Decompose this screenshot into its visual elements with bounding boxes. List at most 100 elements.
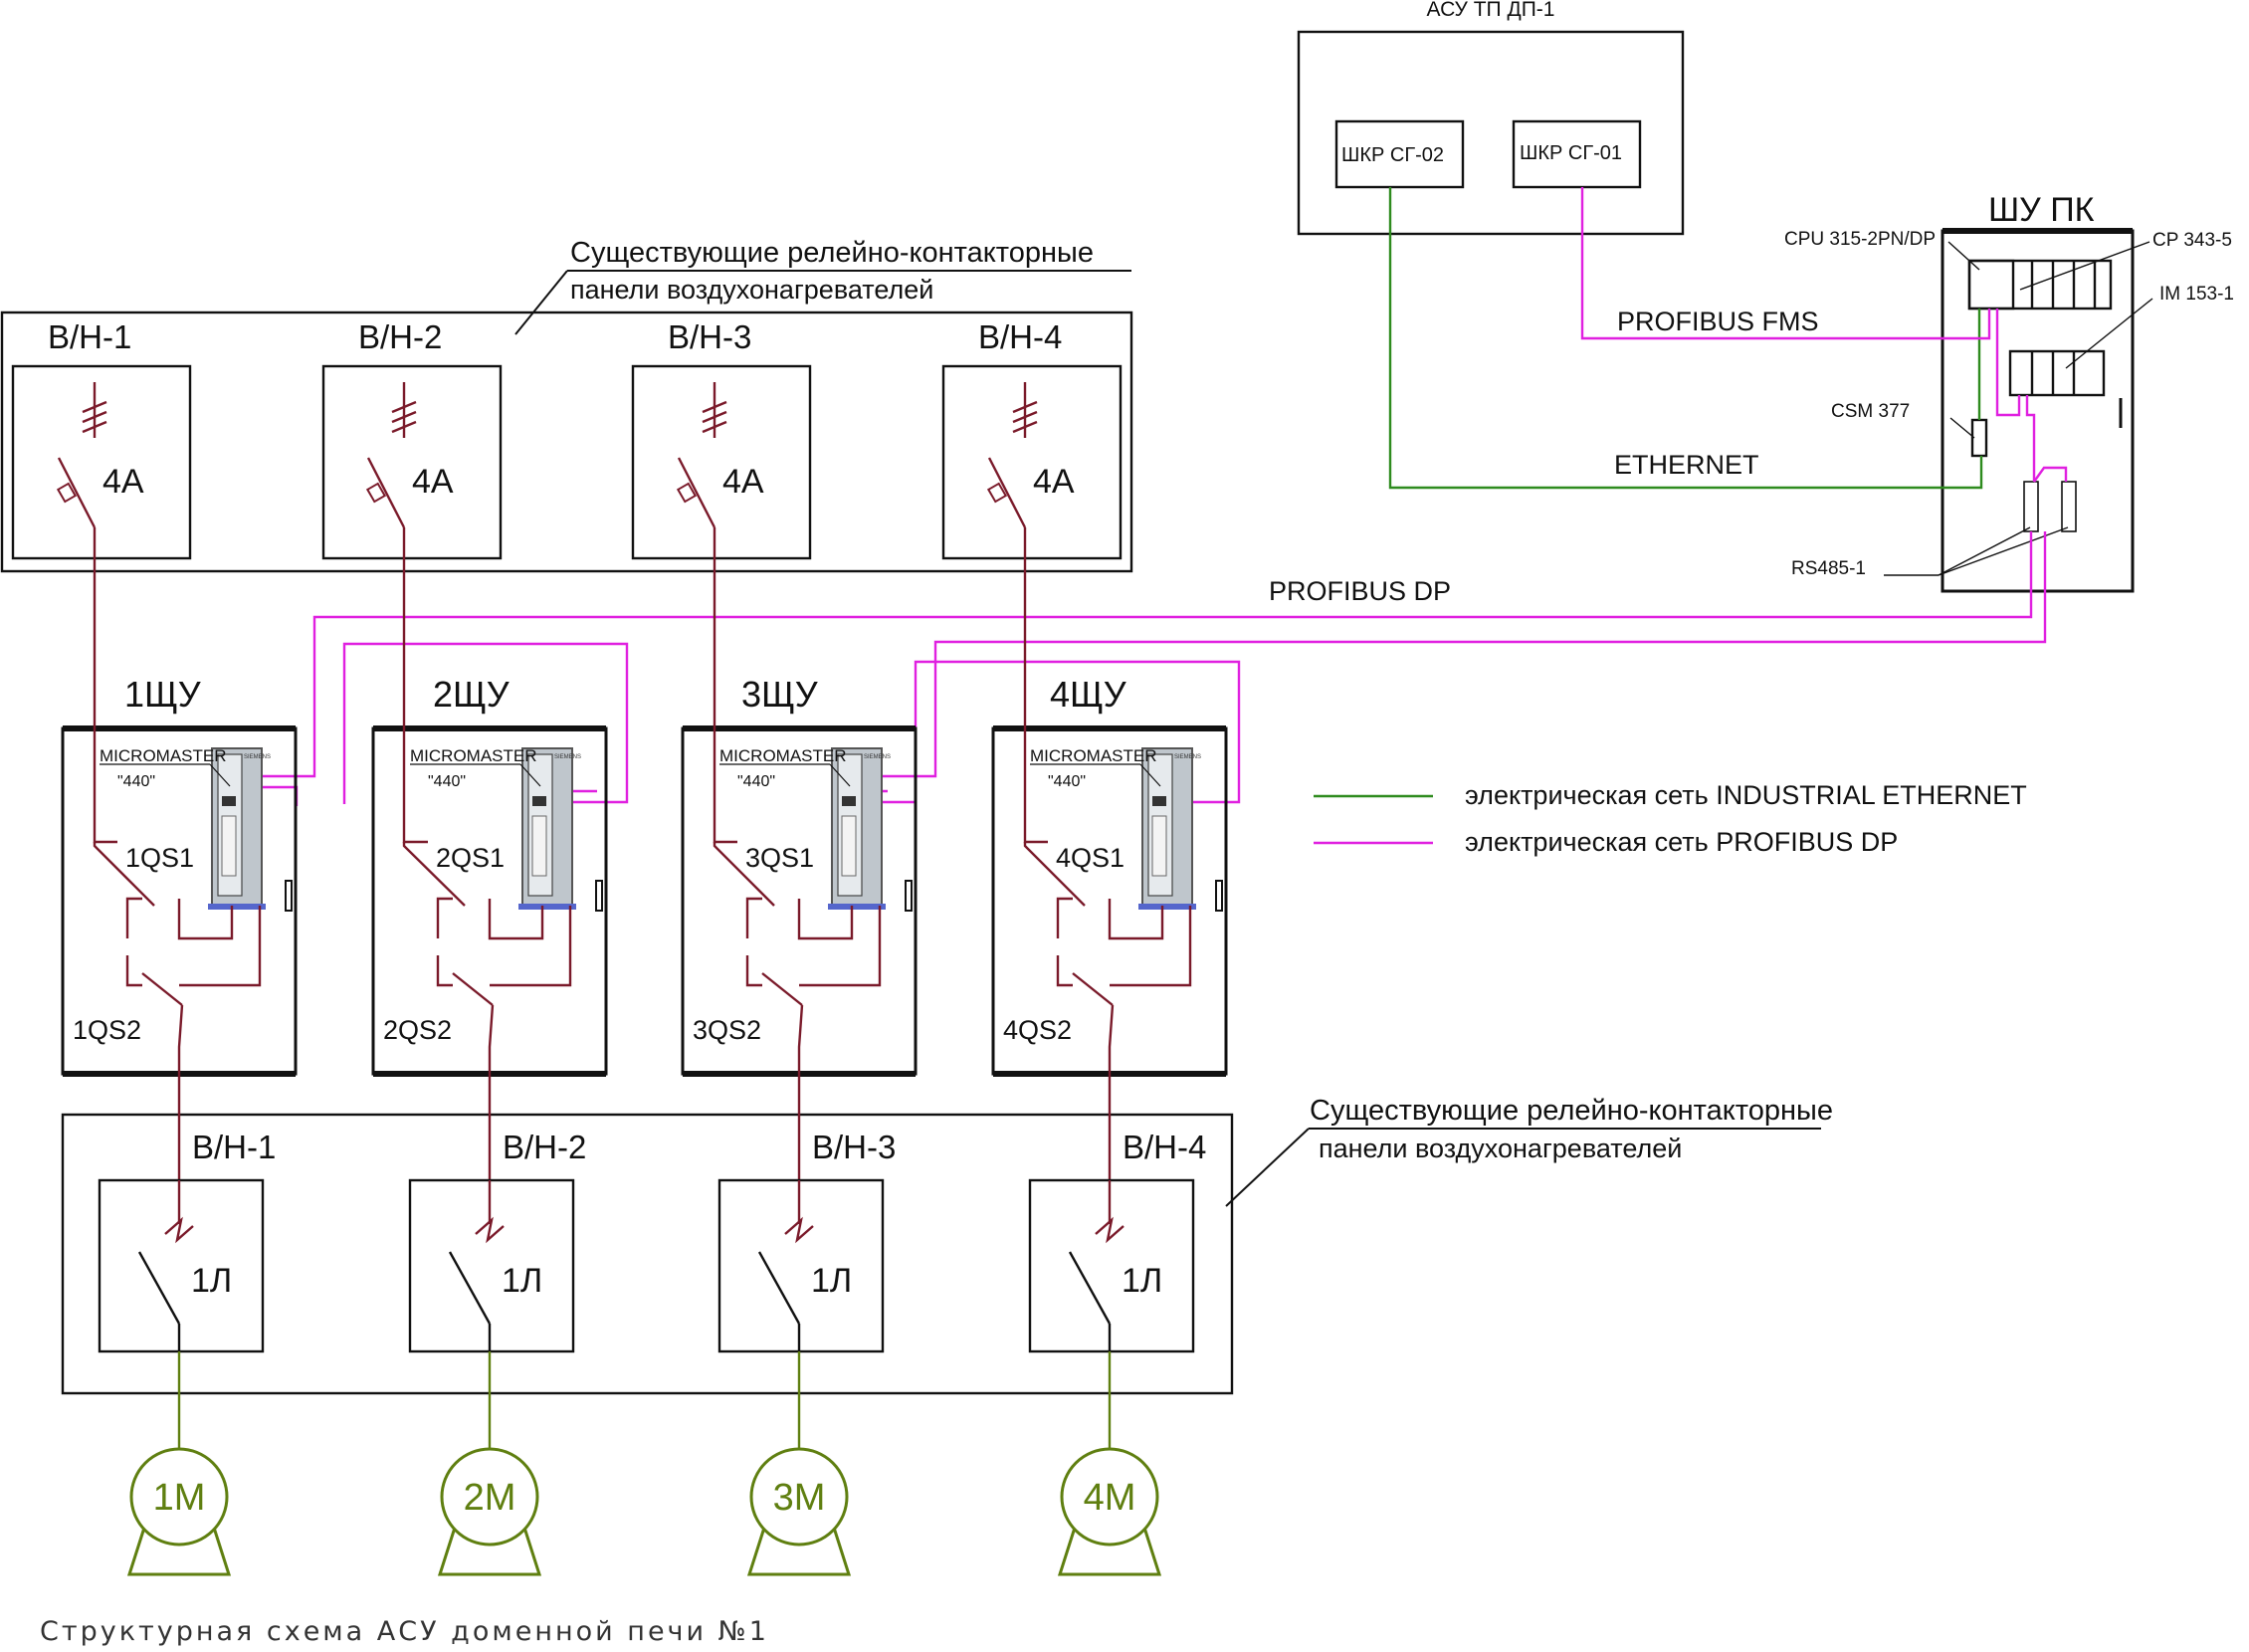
cabinet-name: 4ЩУ <box>1050 674 1127 715</box>
motor-circle <box>1060 1447 1159 1547</box>
motor-label: 1М <box>153 1477 206 1519</box>
bottom-panel-title-2: панели воздухонагревателей <box>1319 1134 1682 1163</box>
qs1-label: 4QS1 <box>1056 843 1124 873</box>
drive-model: "440" <box>117 773 155 790</box>
motor-base <box>437 1527 542 1576</box>
motor-feeder <box>1108 1004 1115 1180</box>
cpu-label: CPU 315-2PN/DP <box>1784 229 1936 250</box>
bottom-unit-relay: 1Л <box>191 1262 232 1300</box>
top-unit-name: В/Н-1 <box>48 318 131 355</box>
im-rack <box>2008 349 2106 397</box>
cp-label: CP 343-5 <box>2152 230 2232 251</box>
diagram-caption: Структурная схема АСУ доменной печи №1 <box>40 1616 769 1647</box>
asu-box-sg02 <box>1334 119 1465 189</box>
rs485-module-1 <box>2023 481 2039 532</box>
drive-label: MICROMASTER <box>719 746 847 765</box>
rs485-label: RS485-1 <box>1791 558 1866 579</box>
motor-circle <box>440 1447 539 1547</box>
qs1-label: 3QS1 <box>745 843 814 873</box>
ethernet-line <box>1388 187 1983 490</box>
feeder-wire <box>93 527 117 844</box>
cabinet-name: 3ЩУ <box>741 674 819 715</box>
qs2-label: 3QS2 <box>693 1015 761 1045</box>
motor-1: 1М <box>126 1351 232 1576</box>
drive-brand: SIEMENS <box>554 754 581 760</box>
top-unit-4: В/Н-44А <box>941 318 1123 560</box>
drive-brand: SIEMENS <box>244 754 271 760</box>
shu-pk-title: ШУ ПК <box>1988 191 2095 229</box>
top-panel-title-1: Существующие релейно-контакторные <box>570 237 1094 269</box>
shu-pk-cabinet <box>1941 229 2135 593</box>
bottom-unit-3: В/Н-31Л <box>717 1129 896 1353</box>
cabinet-3: 3ЩУ SIEMENS MICROMASTER "440" 3QS1 3QS2 <box>681 527 918 1180</box>
top-panel-title-2: панели воздухонагревателей <box>570 275 933 305</box>
top-unit-box <box>11 364 192 560</box>
qs1-label: 2QS1 <box>436 843 505 873</box>
ethernet-label: ETHERNET <box>1614 450 1759 480</box>
asu-box-sg01-label: ШКР СГ-01 <box>1520 142 1622 164</box>
motor-circle <box>129 1447 229 1547</box>
profibus-dp-label: PROFIBUS DP <box>1269 576 1451 606</box>
bottom-unit-relay: 1Л <box>1122 1262 1162 1300</box>
bottom-unit-1: В/Н-1 1Л <box>98 1129 276 1353</box>
bottom-unit-box <box>98 1178 265 1353</box>
bottom-unit-box <box>408 1178 575 1353</box>
top-unit-name: В/Н-2 <box>358 318 442 355</box>
motor-base <box>126 1527 232 1576</box>
bottom-unit-2: В/Н-2 1Л <box>408 1129 586 1353</box>
top-unit-rating: 4А <box>102 463 144 501</box>
top-unit-name: В/Н-3 <box>668 318 751 355</box>
bottom-unit-relay: 1Л <box>502 1262 542 1300</box>
motor-feeder <box>488 1004 495 1180</box>
top-unit-rating: 4А <box>722 463 764 501</box>
csm-module <box>1970 418 1988 458</box>
bottom-unit-name: В/Н-1 <box>192 1129 276 1165</box>
drive-model: "440" <box>737 773 775 790</box>
feeder-wire <box>713 527 737 844</box>
bottom-unit-name: В/Н-2 <box>503 1129 586 1165</box>
top-unit-box <box>321 364 503 560</box>
qs1-label: 1QS1 <box>125 843 194 873</box>
motor-4: 4М <box>1057 1351 1162 1576</box>
profibus-fms-label: PROFIBUS FMS <box>1617 307 1819 336</box>
drive-brand: SIEMENS <box>864 754 891 760</box>
drive-label: MICROMASTER <box>410 746 537 765</box>
legend-ethernet-label: электрическая сеть INDUSTRIAL ETHERNET <box>1465 780 2027 810</box>
top-unit-box <box>631 364 812 560</box>
motor-3: 3М <box>746 1351 852 1576</box>
motor-feeder <box>797 1004 804 1180</box>
qs2-label: 4QS2 <box>1003 1015 1072 1045</box>
motor-label: 4М <box>1084 1477 1136 1519</box>
bottom-unit-4: В/Н-41Л <box>1028 1129 1206 1353</box>
csm-label: CSM 377 <box>1831 401 1910 422</box>
drive-model: "440" <box>428 773 466 790</box>
asu-box-sg02-label: ШКР СГ-02 <box>1341 144 1444 166</box>
drive-label: MICROMASTER <box>100 746 227 765</box>
cpu-rack <box>1967 259 2113 310</box>
motor-label: 3М <box>773 1477 826 1519</box>
top-unit-3: В/Н-3 4А <box>631 318 812 560</box>
top-unit-rating: 4А <box>412 463 454 501</box>
im-label: IM 153-1 <box>2159 284 2234 305</box>
top-unit-box <box>941 364 1123 560</box>
top-relay-panel <box>0 310 1133 573</box>
feeder-wire <box>1023 527 1048 844</box>
motor-label: 2М <box>464 1477 516 1519</box>
top-unit-1: В/Н-1 4А <box>11 318 192 560</box>
profibus-fms-line <box>1580 187 1991 340</box>
motor-2: 2М <box>437 1351 542 1576</box>
profibus-dp-trunk-1 <box>261 531 2033 778</box>
cabinet-name: 1ЩУ <box>124 674 202 715</box>
drive-brand: SIEMENS <box>1174 754 1201 760</box>
bottom-panel-title-1: Существующие релейно-контакторные <box>1310 1095 1833 1127</box>
drive-label: MICROMASTER <box>1030 746 1157 765</box>
bottom-unit-name: В/Н-3 <box>812 1129 896 1165</box>
profibus-dp-trunk-2 <box>864 531 2047 778</box>
top-unit-2: В/Н-2 4А <box>321 318 503 560</box>
motor-feeder <box>177 1004 184 1180</box>
bottom-unit-box <box>717 1178 885 1353</box>
qs2-label: 2QS2 <box>383 1015 452 1045</box>
feeder-wire <box>402 527 428 844</box>
asu-frame <box>1297 30 1685 236</box>
